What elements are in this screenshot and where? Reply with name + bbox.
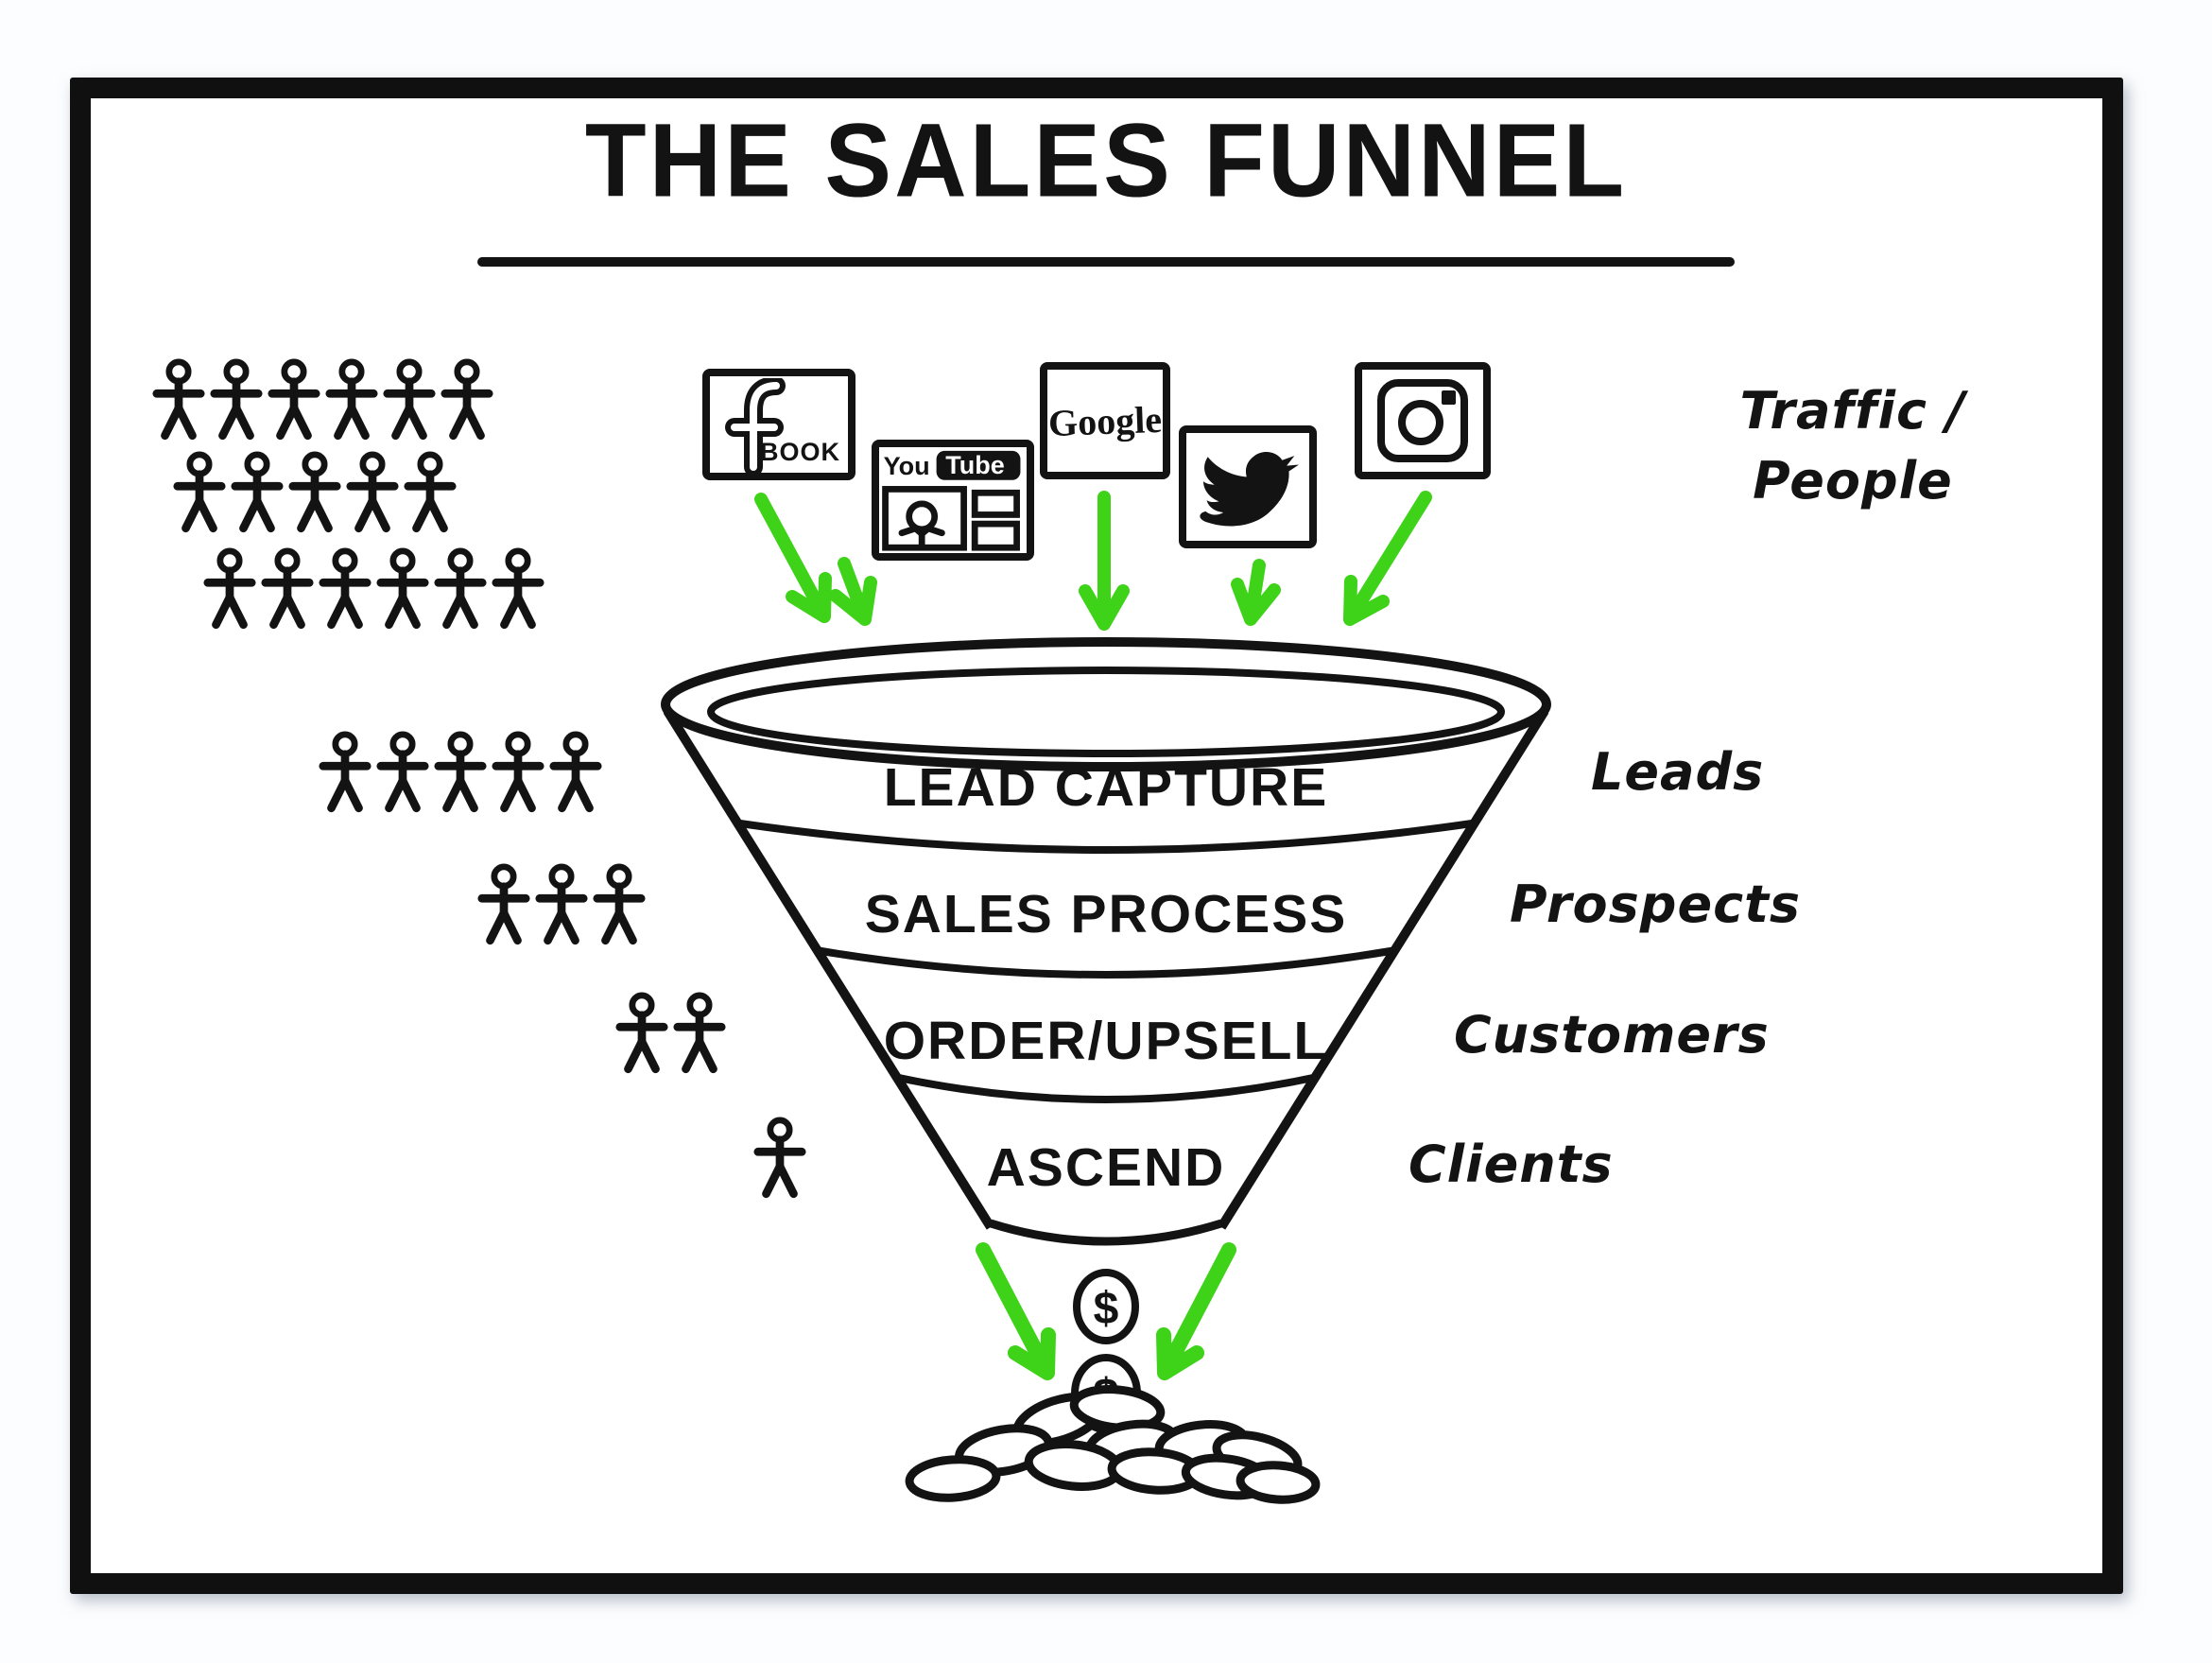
person-stick-figure-icon <box>375 730 430 817</box>
funnel-outline <box>661 637 1551 1246</box>
audience-label-leads: Leads <box>1591 742 1765 802</box>
youtube-art-icon: You Tube <box>882 450 1021 551</box>
funnel-stage-label-ascend: ASCEND <box>986 1137 1226 1198</box>
crowd-row <box>202 546 545 633</box>
funnel-stage-label-sales-process: SALES PROCESS <box>864 884 1348 944</box>
person-stick-figure-icon <box>672 991 727 1078</box>
twitter-bird-icon <box>1200 452 1300 527</box>
instagram-icon <box>1355 362 1491 479</box>
audience-label-prospects: Prospects <box>1510 875 1802 934</box>
funnel-stage-label-order-upsell: ORDER/UPSELL <box>883 1011 1329 1071</box>
person-stick-figure-icon <box>287 450 342 537</box>
arrow-output-left-icon <box>976 1242 1056 1380</box>
person-stick-figure-icon <box>230 450 285 537</box>
svg-text:You: You <box>884 452 930 480</box>
person-stick-figure-icon <box>440 357 494 444</box>
person-stick-figure-icon <box>345 450 400 537</box>
funnel-divider-3 <box>893 1073 1319 1103</box>
person-stick-figure-icon <box>151 357 206 444</box>
youtube-icon: You Tube <box>872 440 1034 561</box>
person-stick-figure-icon <box>318 730 372 817</box>
arrow-youtube-icon <box>829 557 877 626</box>
facebook-book-label: BOOK <box>760 438 840 466</box>
instagram-art-icon <box>1377 379 1468 462</box>
person-stick-figure-icon <box>491 730 545 817</box>
person-stick-figure-icon <box>592 862 647 949</box>
person-stick-figure-icon <box>202 546 257 633</box>
person-stick-figure-icon <box>403 450 458 537</box>
arrow-twitter-icon <box>1231 559 1281 626</box>
svg-text:$: $ <box>1094 1284 1119 1334</box>
traffic-label-line1: Traffic / <box>1739 381 1966 441</box>
crowd-row <box>172 450 458 537</box>
person-stick-figure-icon <box>260 546 315 633</box>
crowd-row <box>151 357 494 444</box>
coin-pile-icon <box>905 1385 1321 1504</box>
google-icon: Google <box>1040 362 1170 479</box>
funnel-divider-2 <box>815 946 1397 979</box>
funnel-stage-label-lead-capture: LEAD CAPTURE <box>883 757 1329 818</box>
person-stick-figure-icon <box>476 862 531 949</box>
person-stick-figure-icon <box>209 357 264 444</box>
arrow-instagram-icon <box>1343 491 1432 626</box>
person-stick-figure-icon <box>534 862 589 949</box>
arrow-facebook-icon <box>754 493 832 623</box>
audience-label-clients: Clients <box>1408 1135 1614 1194</box>
facebook-f-icon <box>725 378 786 473</box>
arrow-output-right-icon <box>1156 1242 1236 1380</box>
traffic-label-line2: People <box>1753 451 1953 511</box>
twitter-icon <box>1179 425 1317 548</box>
svg-text:Tube: Tube <box>945 451 1005 479</box>
person-stick-figure-icon <box>548 730 603 817</box>
leads-figures <box>318 730 603 817</box>
audience-label-customers: Customers <box>1454 1005 1770 1065</box>
facebook-icon: BOOK <box>702 369 855 480</box>
arrow-google-icon <box>1079 491 1130 631</box>
person-stick-figure-icon <box>318 546 372 633</box>
person-stick-figure-icon <box>375 546 430 633</box>
person-stick-figure-icon <box>172 450 227 537</box>
customers-figures <box>614 991 727 1078</box>
page-title: THE SALES FUNNEL <box>584 102 1628 219</box>
person-stick-figure-icon <box>433 730 488 817</box>
person-stick-figure-icon <box>491 546 545 633</box>
title-underline <box>477 257 1735 267</box>
person-stick-figure-icon <box>324 357 379 444</box>
prospects-figures <box>476 862 647 949</box>
person-stick-figure-icon <box>433 546 488 633</box>
funnel-bottom-arc <box>989 1219 1223 1246</box>
person-stick-figure-icon <box>267 357 321 444</box>
person-stick-figure-icon <box>614 991 669 1078</box>
person-stick-figure-icon <box>382 357 437 444</box>
traffic-people-label: Traffic / People <box>1673 376 2032 516</box>
funnel-divider-1 <box>739 820 1473 854</box>
dollar-coin-icon: $ <box>1073 1269 1139 1344</box>
google-label: Google <box>1047 397 1163 444</box>
